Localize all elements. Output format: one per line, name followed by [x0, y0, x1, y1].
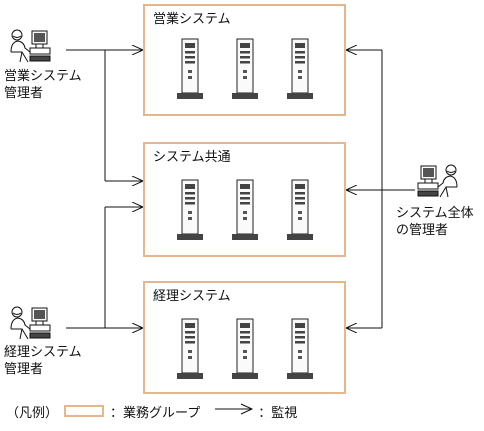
legend-group-swatch: [64, 405, 105, 417]
person-at-computer-icon: [8, 28, 52, 68]
server-icon: [286, 38, 314, 100]
server-icon: [176, 318, 204, 380]
server-icon: [176, 38, 204, 100]
legend-arrow-label: ：監視: [258, 405, 298, 421]
caption-line: 営業システム: [4, 69, 82, 84]
legend-arrow-icon: [214, 403, 254, 419]
caption-line: システム全体: [396, 206, 474, 221]
caption-line: 経理システム: [4, 345, 82, 360]
caption-line: の管理者: [396, 223, 449, 238]
server-icon: [231, 179, 259, 241]
group-title: システム共通: [153, 150, 231, 165]
server-icon: [286, 179, 314, 241]
server-icon: [176, 179, 204, 241]
legend-prefix: （凡例）: [6, 405, 59, 421]
group-title: 営業システム: [153, 12, 231, 27]
person-at-computer-icon: [416, 163, 460, 203]
whole-admin-caption: システム全体 の管理者: [396, 205, 474, 239]
caption-line: 管理者: [4, 86, 44, 101]
sales-admin-caption: 営業システム 管理者: [4, 68, 82, 102]
accounting-admin-caption: 経理システム 管理者: [4, 344, 82, 378]
server-icon: [286, 318, 314, 380]
server-icon: [231, 38, 259, 100]
accounting-admin-trunk-line: [66, 207, 106, 329]
group-sales: 営業システム: [143, 4, 346, 116]
caption-line: 管理者: [4, 362, 44, 377]
group-common: システム共通: [143, 142, 346, 257]
group-accounting: 経理システム: [143, 281, 346, 394]
server-icon: [231, 318, 259, 380]
legend: （凡例） ：業務グループ ：監視: [6, 399, 297, 423]
legend-group-label: ：業務グループ: [110, 405, 201, 421]
person-at-computer-icon: [8, 305, 52, 345]
group-title: 経理システム: [153, 289, 231, 304]
